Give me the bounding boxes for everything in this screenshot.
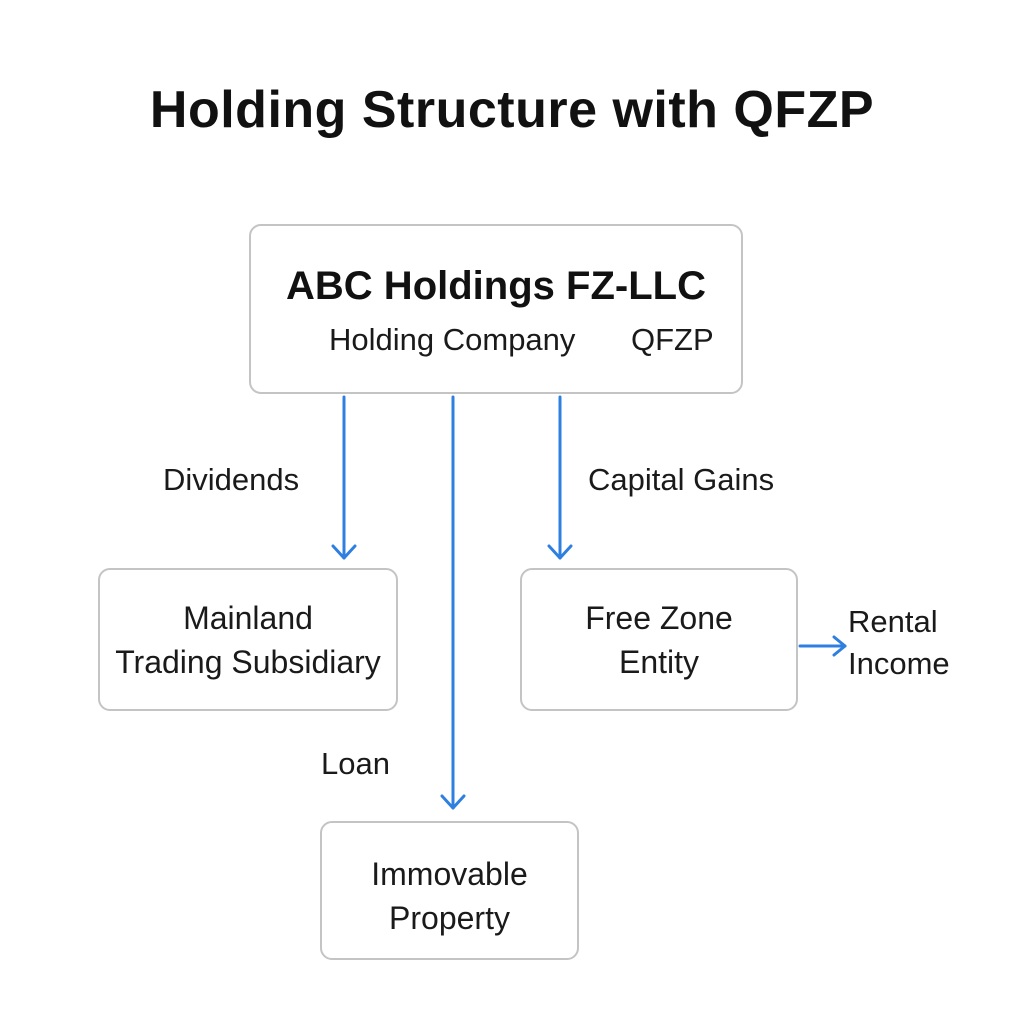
holding-company-role: Holding Company <box>329 322 576 357</box>
rental-income-arrow <box>798 635 847 657</box>
holding-company-status: QFZP <box>631 322 714 357</box>
diagram-title: Holding Structure with QFZP <box>149 81 875 139</box>
immovable-property-box: Immovable Property <box>320 821 579 960</box>
freezone-line-2: Entity <box>618 644 700 680</box>
mainland-line-2: Trading Subsidiary <box>115 644 381 680</box>
loan-arrow <box>440 395 466 810</box>
rental-income-line-2: Income <box>848 646 950 681</box>
loan-label: Loan <box>321 746 390 781</box>
capital-gains-arrow <box>547 395 573 560</box>
rental-income-label: Rental Income <box>848 601 950 685</box>
dividends-label: Dividends <box>163 462 300 497</box>
mainland-line-1: Mainland <box>183 600 313 636</box>
rental-income-line-1: Rental <box>848 604 938 639</box>
holding-company-box: ABC Holdings FZ-LLC Holding Company QFZP <box>249 224 743 394</box>
freezone-line-1: Free Zone <box>585 600 733 636</box>
property-line-1: Immovable <box>371 856 528 892</box>
capital-gains-label: Capital Gains <box>588 462 775 497</box>
property-line-2: Property <box>389 900 510 936</box>
dividends-arrow <box>331 395 357 560</box>
mainland-subsidiary-box: Mainland Trading Subsidiary <box>98 568 398 711</box>
holding-company-name: ABC Holdings FZ-LLC <box>286 264 706 308</box>
free-zone-entity-box: Free Zone Entity <box>520 568 798 711</box>
